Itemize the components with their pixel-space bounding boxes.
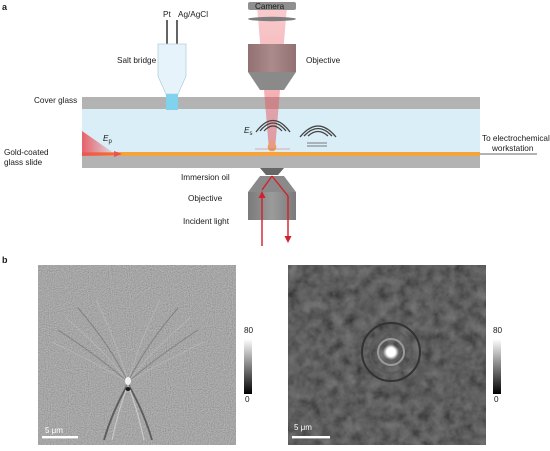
ep-arrow-icon	[114, 151, 122, 157]
immersion-oil	[260, 168, 284, 175]
airy-rings	[361, 322, 421, 382]
ep-field	[82, 131, 118, 156]
label-es: Es	[244, 126, 252, 137]
top-objective-icon	[248, 44, 296, 90]
label-gold-slide-2: glass slide	[4, 158, 43, 167]
label-objective-bottom: Objective	[188, 194, 223, 203]
gold-film	[82, 152, 480, 156]
nanoparticle	[267, 142, 277, 152]
interference-fringes	[51, 299, 205, 441]
colorbar-left-min: 0	[245, 395, 250, 404]
colorbar-right	[493, 339, 501, 394]
label-salt-bridge: Salt bridge	[117, 56, 157, 65]
bright-spot	[383, 344, 399, 360]
label-objective-top: Objective	[306, 56, 341, 65]
scalebar-right	[292, 436, 330, 439]
image-right: 5 μm	[288, 265, 486, 445]
scalebar-right-label: 5 μm	[294, 423, 312, 432]
label-immersion-oil: Immersion oil	[181, 173, 230, 182]
scattering-indicator	[307, 142, 327, 147]
solution-chamber	[82, 109, 480, 153]
colorbar-left	[244, 339, 252, 394]
image-left: 5 μm	[38, 265, 236, 445]
label-cover-glass: Cover glass	[34, 96, 77, 105]
label-incident-light: Incident light	[183, 217, 230, 226]
particle-center	[125, 377, 131, 385]
lens-icon	[248, 16, 296, 22]
salt-bridge-tip	[166, 94, 178, 110]
incident-light	[258, 175, 292, 246]
scalebar-left-label: 5 μm	[45, 426, 63, 435]
panel-label-a: a	[2, 2, 8, 12]
panel-label-b: b	[2, 255, 8, 265]
label-ag-agcl: Ag/AgCl	[178, 10, 208, 19]
colorbar-left-max: 80	[244, 326, 254, 335]
cover-glass	[82, 97, 480, 109]
label-camera: Camera	[255, 2, 285, 11]
label-workstation-1: To electrochemical	[482, 134, 550, 143]
wave-icon	[255, 119, 337, 138]
bottom-objective-icon	[248, 176, 296, 220]
salt-bridge	[157, 20, 187, 110]
colorbar-right-max: 80	[493, 326, 503, 335]
scalebar-left	[42, 436, 78, 439]
label-pt: Pt	[163, 10, 171, 19]
camera-icon	[248, 2, 296, 10]
label-ep: Ep	[103, 134, 112, 145]
colorbar-right-min: 0	[494, 395, 499, 404]
glass-slide	[82, 156, 480, 168]
label-gold-slide-1: Gold-coated	[4, 148, 49, 157]
label-workstation-2: workstation	[491, 144, 534, 153]
